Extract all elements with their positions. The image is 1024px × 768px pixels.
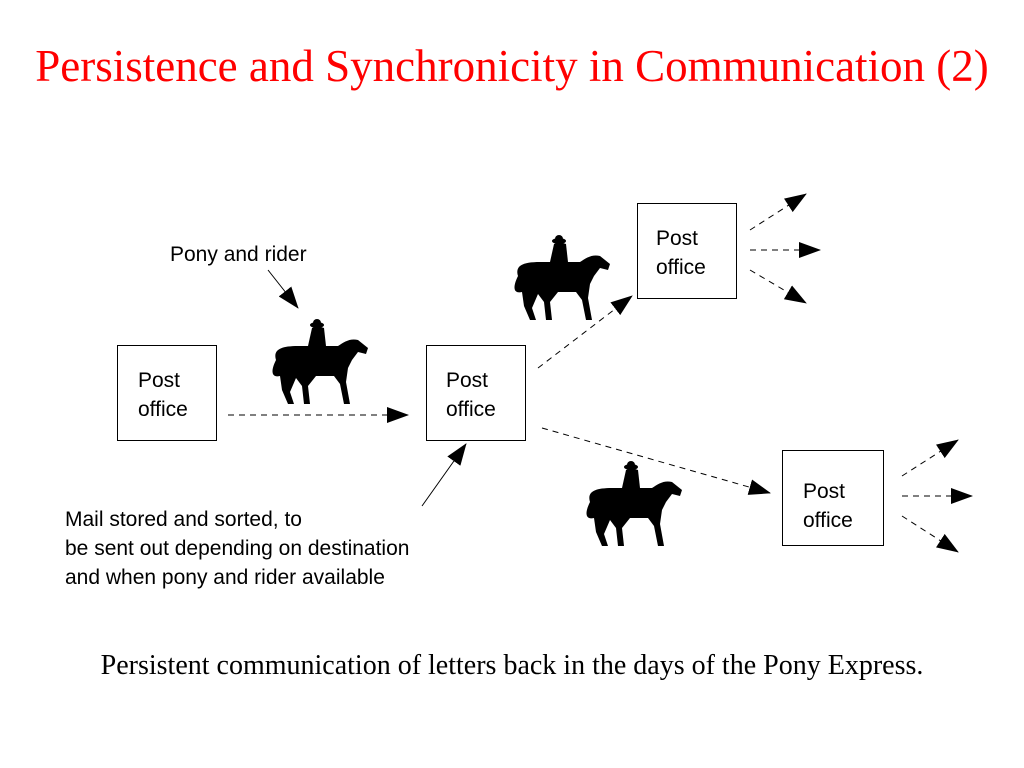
post-office-label: Post: [446, 369, 489, 392]
pony-rider-icon-3: [586, 461, 682, 546]
pony-and-rider-label: Pony and rider: [170, 243, 307, 266]
post-office-label: Post: [803, 480, 846, 503]
arrow-fanout-office3-up: [749, 193, 807, 231]
arrow-mail-note-pointer: [421, 443, 467, 507]
pony-rider-icon-1: [272, 319, 368, 404]
arrow-office2-to-office3: [537, 295, 633, 369]
post-office-label: office: [138, 398, 188, 421]
post-office-box-2: Post office: [426, 345, 526, 441]
post-office-label: office: [656, 256, 706, 279]
pony-rider-icon-2: [514, 235, 610, 320]
arrow-fanout-office4-up: [901, 439, 959, 477]
mail-note-line: be sent out depending on destination: [65, 537, 410, 560]
post-office-label: office: [803, 509, 853, 532]
slide-caption: Persistent communication of letters back…: [100, 650, 924, 681]
arrow-fanout-office3-down: [749, 269, 807, 304]
slide-title: Persistence and Synchronicity in Communi…: [35, 41, 989, 91]
post-office-label: Post: [656, 227, 699, 250]
mail-note-line: and when pony and rider available: [65, 566, 385, 589]
mail-note-line: Mail stored and sorted, to: [65, 508, 302, 531]
arrow-office2-to-office4: [541, 427, 771, 495]
post-office-box-4: Post office: [782, 450, 884, 546]
post-office-box-1: Post office: [117, 345, 217, 441]
mail-stored-note: Mail stored and sorted, to be sent out d…: [65, 505, 409, 592]
post-office-label: office: [446, 398, 496, 421]
post-office-label: Post: [138, 369, 181, 392]
post-office-box-3: Post office: [637, 203, 737, 299]
arrow-pony-label-pointer: [267, 269, 299, 309]
arrow-fanout-office4-down: [901, 515, 959, 553]
